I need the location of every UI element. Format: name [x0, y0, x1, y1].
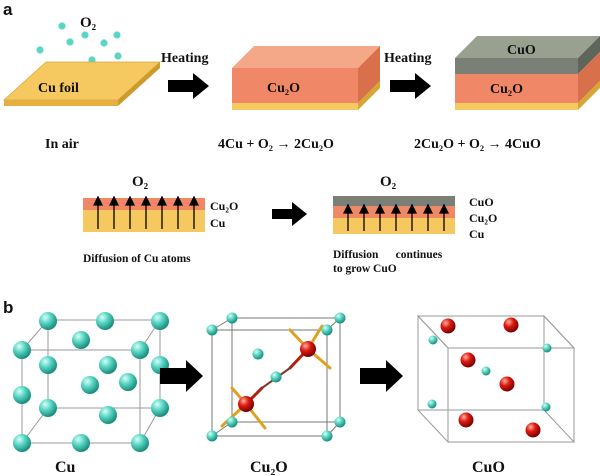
- diffusion-left-caption: Diffusion of Cu atoms: [83, 253, 191, 265]
- heating-arrow-1: [168, 73, 209, 99]
- heating-arrow-2: [390, 73, 431, 99]
- diffusion-left-cu2o: Cu₂O: [210, 199, 238, 213]
- diffusion-right-arrows: [342, 203, 450, 231]
- panel-b-label: b: [3, 298, 13, 317]
- diffusion-right-cu: Cu: [469, 227, 485, 241]
- diffusion-right-o2: O₂: [380, 174, 397, 190]
- cuo-o-atoms: [440, 317, 541, 438]
- diffusion-left-arrows: [92, 195, 200, 229]
- caption-cu: Cu: [55, 459, 76, 476]
- diffusion-left-cu: Cu: [210, 216, 226, 230]
- heating-label-2: Heating: [384, 51, 431, 66]
- cuo-cu-atoms: [427, 335, 552, 412]
- cu2o-block: [232, 46, 380, 110]
- cuo-unit-cell: [416, 314, 576, 444]
- cu-foil: [2, 61, 162, 106]
- diffusion-right-caption-2: to grow CuO: [333, 263, 397, 275]
- cuo-layer-label: CuO: [507, 43, 536, 58]
- caption-in-air: In air: [45, 137, 79, 152]
- diffusion-right-cu2o: Cu₂O: [469, 211, 497, 225]
- cuo-block: [455, 36, 600, 110]
- cu-atoms: [13, 312, 169, 452]
- diffusion-right-layers: [333, 196, 455, 234]
- panel-a-label: a: [3, 0, 13, 19]
- caption-cu2o: Cu₂O: [250, 459, 288, 476]
- diffusion-right-caption-1: Diffusion continues: [333, 249, 443, 261]
- cu2o-cu-atoms: [206, 312, 346, 442]
- equation-2: 2Cu₂O + O₂ → 4CuO: [414, 137, 541, 152]
- equation-1: 4Cu + O₂ → 2Cu₂O: [218, 137, 334, 152]
- diffusion-right-cuo: CuO: [469, 195, 494, 209]
- diffusion-arrow: [272, 202, 307, 226]
- structure-arrow-2: [360, 360, 403, 392]
- cu2o-block-label: Cu₂O: [267, 81, 300, 96]
- caption-cuo: CuO: [472, 459, 505, 476]
- cu2o-layer-label: Cu₂O: [490, 82, 523, 97]
- structure-arrow-1: [160, 360, 203, 392]
- cu2o-o-atoms: [238, 341, 316, 412]
- cu-foil-label: Cu foil: [38, 81, 79, 96]
- heating-label-1: Heating: [161, 51, 208, 66]
- o2-label: O₂: [80, 15, 97, 31]
- diffusion-left-o2: O₂: [132, 174, 149, 190]
